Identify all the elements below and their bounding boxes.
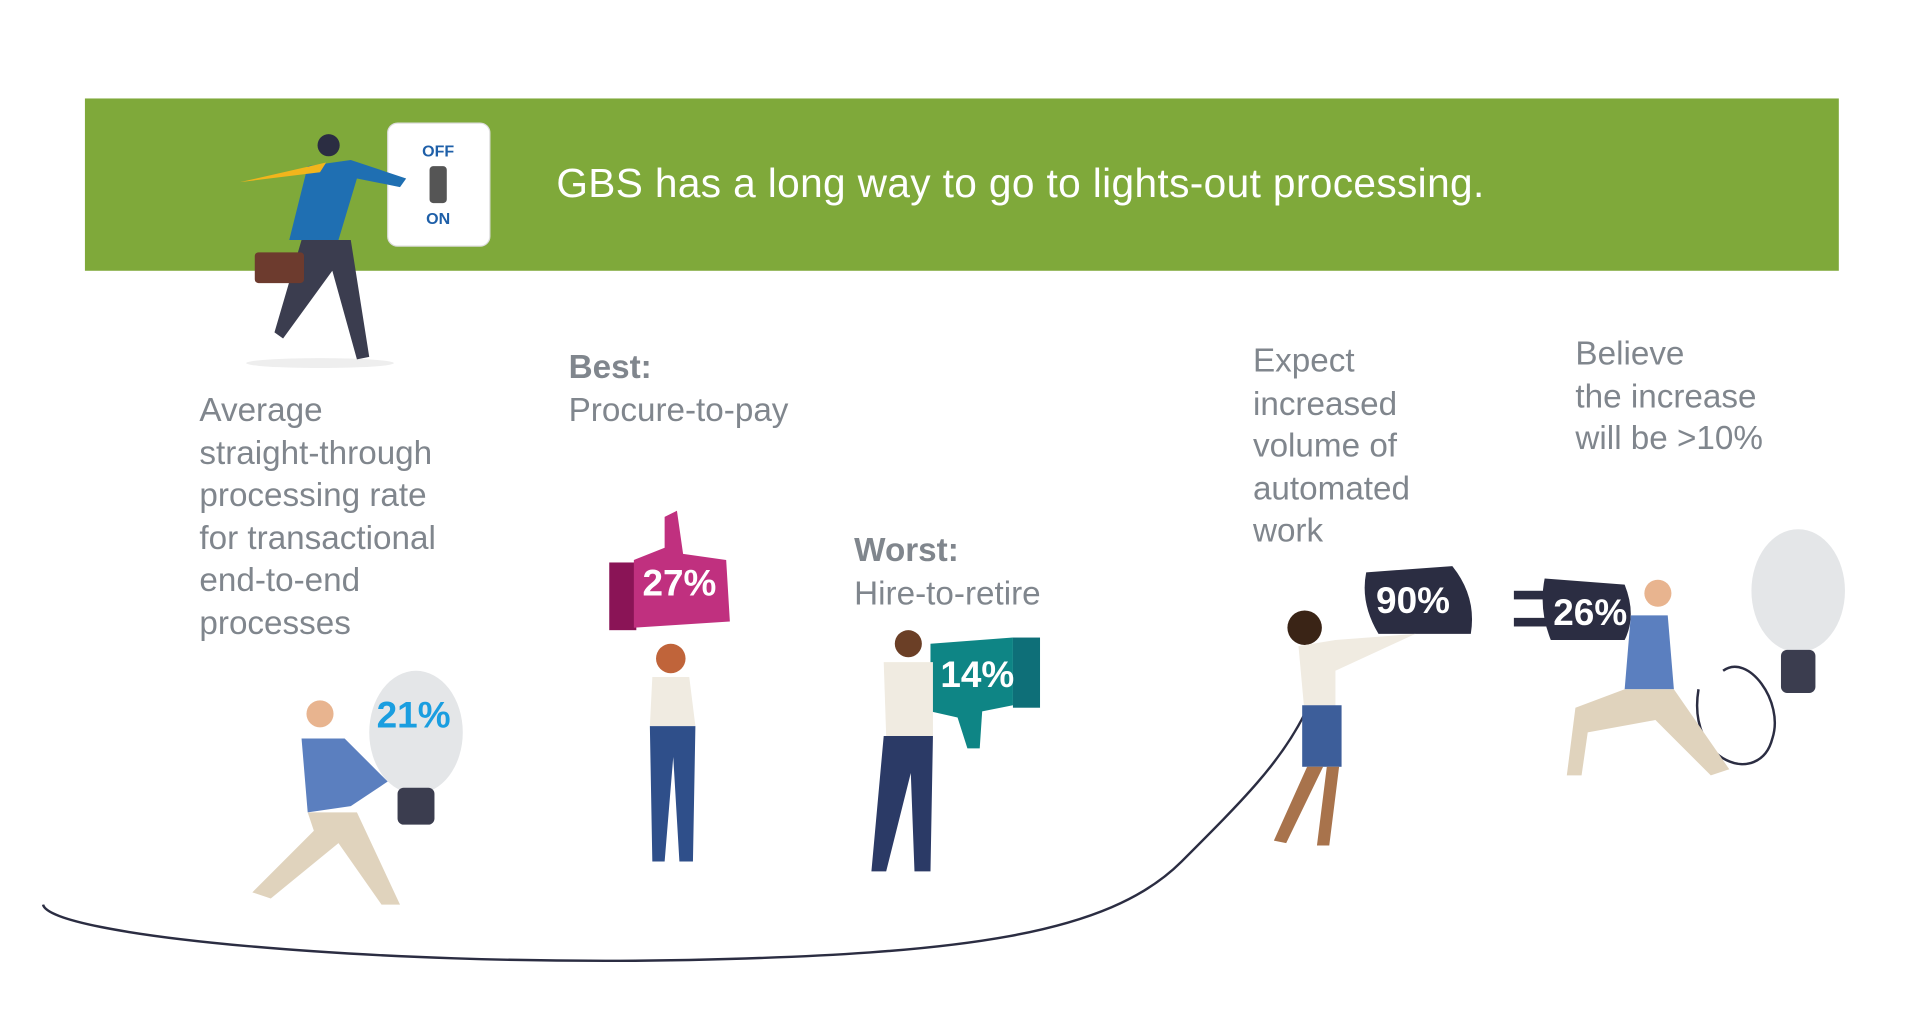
- switch-on-label: ON: [426, 211, 450, 228]
- label-line: the increase: [1575, 377, 1757, 415]
- headline: GBS has a long way to go to lights-out p…: [556, 160, 1485, 206]
- switch-off-label: OFF: [422, 143, 454, 160]
- label-line: straight-through: [199, 433, 433, 471]
- headline-banner: [84, 98, 1839, 271]
- worst-heading: Worst:: [854, 531, 959, 569]
- plug-woman-illustration: [1273, 566, 1473, 846]
- label-line: Average: [199, 391, 323, 429]
- stat-average-stp-value: 21%: [376, 695, 451, 737]
- best-heading: Best:: [568, 348, 652, 386]
- label-line: Believe: [1575, 334, 1685, 372]
- label-line: volume of: [1252, 427, 1398, 465]
- stat-best-value: 27%: [642, 563, 717, 605]
- stat-believe-label: Believe the increase will be >10%: [1575, 332, 1763, 459]
- best-process: Procure-to-pay: [568, 390, 789, 428]
- lightbulb-person-illustration: [252, 670, 463, 905]
- light-switch-illustration: OFF ON: [240, 122, 491, 369]
- label-line: processes: [199, 603, 351, 641]
- stat-best-label: Best: Procure-to-pay: [569, 346, 789, 431]
- stat-expect-value: 90%: [1376, 580, 1450, 622]
- label-line: Expect: [1252, 342, 1355, 380]
- stat-expect-label: Expect increased volume of automated wor…: [1253, 340, 1410, 552]
- stat-worst-label: Worst: Hire-to-retire: [854, 529, 1041, 614]
- thumbs-up-person-illustration: [609, 510, 730, 862]
- stat-average-stp-label: Average straight-through processing rate…: [199, 389, 435, 644]
- plug-man-lightbulb-illustration: [1513, 529, 1845, 776]
- label-line: work: [1252, 512, 1324, 549]
- label-line: processing rate: [199, 476, 427, 514]
- label-line: for transactional: [199, 518, 436, 556]
- worst-process: Hire-to-retire: [854, 574, 1041, 612]
- label-line: will be >10%: [1575, 419, 1763, 457]
- label-line: end-to-end: [199, 561, 361, 599]
- label-line: automated: [1252, 469, 1410, 507]
- stat-believe-value: 26%: [1553, 593, 1628, 634]
- label-line: increased: [1252, 384, 1398, 422]
- stat-worst-value: 14%: [940, 654, 1015, 696]
- thumbs-down-person-illustration: [871, 630, 1041, 872]
